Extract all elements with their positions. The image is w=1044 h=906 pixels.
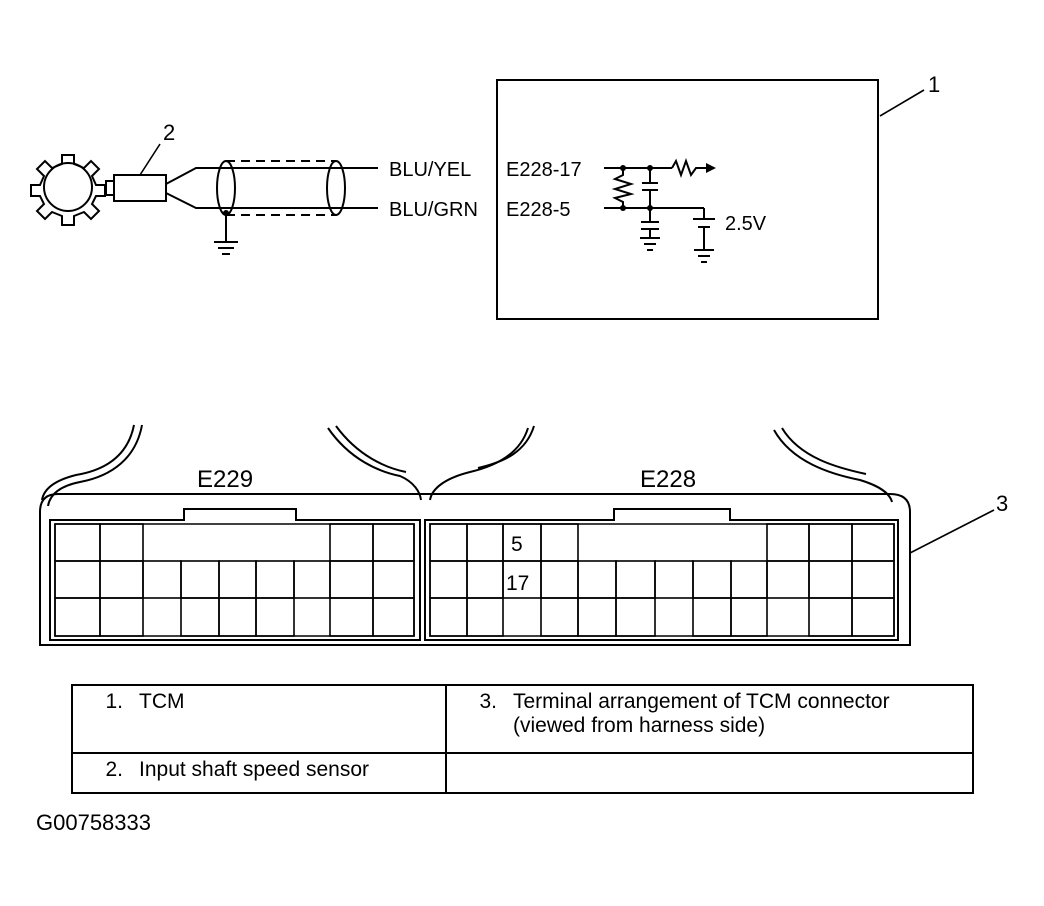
e228-terminal-cell xyxy=(730,597,768,637)
legend-cell-1: 1. TCM xyxy=(71,684,447,754)
e228-terminal-cell xyxy=(692,597,732,637)
e228-terminal-cell xyxy=(429,597,468,637)
e228-terminal-cell xyxy=(730,560,768,599)
callout-3-leader xyxy=(909,509,995,554)
legend-cell-empty xyxy=(445,752,974,794)
e229-terminal-cell xyxy=(372,560,415,599)
e229-terminal-cell xyxy=(180,560,220,599)
legend-item-2-text: Input shaft speed sensor xyxy=(139,758,369,781)
sensor-wires xyxy=(165,167,378,209)
e228-terminal-cell xyxy=(540,597,579,637)
e228-terminal-cell xyxy=(540,523,579,562)
e228-terminal-cell xyxy=(466,597,504,637)
callout-1-leader xyxy=(879,89,925,117)
e229-terminal-cell xyxy=(255,597,295,637)
e228-terminal-cell xyxy=(429,560,468,599)
pin-label-5: 5 xyxy=(511,533,523,556)
terminal-top: E228-17 xyxy=(506,159,582,181)
e229-terminal-cell xyxy=(329,523,374,562)
figure-id: G00758333 xyxy=(36,810,151,835)
callout-3-label: 3 xyxy=(996,491,1008,516)
connector-e228 xyxy=(424,508,899,641)
pin-label-17: 17 xyxy=(506,572,529,595)
input-shaft-speed-sensor: 2 xyxy=(105,120,175,202)
e228-terminal-cell xyxy=(766,560,810,599)
tcm-internal-circuit xyxy=(604,158,716,263)
e229-terminal-cell xyxy=(218,560,257,599)
connector-e229-name: E229 xyxy=(197,466,253,493)
legend-item-3-number: 3. xyxy=(479,690,497,713)
e228-terminal-cell xyxy=(577,597,617,637)
e229-terminal-cell xyxy=(142,560,182,599)
e229-terminal-cell xyxy=(329,560,374,599)
e229-terminal-cell xyxy=(99,597,144,637)
e229-terminal-cell xyxy=(54,597,101,637)
legend-item-3-line1: Terminal arrangement of TCM connector xyxy=(513,690,890,713)
legend-cell-2: 2. Input shaft speed sensor xyxy=(71,752,447,794)
e228-terminal-cell xyxy=(851,523,895,562)
legend-item-2-number: 2. xyxy=(105,758,123,781)
e229-terminal-cell xyxy=(218,597,257,637)
e229-terminal-cell xyxy=(54,560,101,599)
e228-terminal-cell xyxy=(654,560,694,599)
e228-terminal-cell xyxy=(577,560,617,599)
e229-terminal-cell xyxy=(255,560,295,599)
e228-terminal-cell xyxy=(615,597,656,637)
legend-table: 1. TCM 3. Terminal arrangement of TCM co… xyxy=(71,684,974,794)
tcm-connector-housing: 3 xyxy=(39,491,1008,646)
legend-item-1-number: 1. xyxy=(105,690,123,713)
tcm-box: 1 xyxy=(496,72,940,320)
e228-terminal-cell xyxy=(808,597,853,637)
e229-terminal-cell xyxy=(180,597,220,637)
e228-terminal-cell xyxy=(766,523,810,562)
e228-terminal-cell xyxy=(851,560,895,599)
tone-wheel-gear xyxy=(30,154,106,226)
e229-terminal-cell xyxy=(99,523,144,562)
callout-2-label: 2 xyxy=(163,120,175,145)
e228-terminal-cell xyxy=(466,523,504,562)
legend-cell-3: 3. Terminal arrangement of TCM connector… xyxy=(445,684,974,754)
terminal-bottom: E228-5 xyxy=(506,199,571,221)
legend-item-1-text: TCM xyxy=(139,690,185,713)
e228-terminal-cell xyxy=(808,523,853,562)
e228-terminal-cell xyxy=(466,560,504,599)
e229-terminal-cell xyxy=(329,597,374,637)
e229-terminal-cell xyxy=(293,560,331,599)
e229-terminal-cell xyxy=(99,560,144,599)
e228-terminal-cell xyxy=(540,560,579,599)
e228-terminal-cell xyxy=(692,560,732,599)
callout-1-label: 1 xyxy=(928,72,940,97)
e228-terminal-cell xyxy=(615,560,656,599)
e229-terminal-cell xyxy=(54,523,101,562)
reference-voltage: 2.5V xyxy=(725,213,767,235)
callout-2-leader xyxy=(139,143,161,176)
e228-terminal-cell xyxy=(808,560,853,599)
legend-item-3-line2: (viewed from harness side) xyxy=(513,714,766,737)
connector-e228-name: E228 xyxy=(640,466,696,493)
e229-terminal-cell xyxy=(372,597,415,637)
shield-cable xyxy=(214,160,346,255)
e228-terminal-cell xyxy=(429,523,468,562)
wire-color-bottom: BLU/GRN xyxy=(389,199,478,221)
connector-e229 xyxy=(49,508,421,641)
wire-color-top: BLU/YEL xyxy=(389,159,471,181)
e228-terminal-cell xyxy=(851,597,895,637)
e229-terminal-cell xyxy=(372,523,415,562)
